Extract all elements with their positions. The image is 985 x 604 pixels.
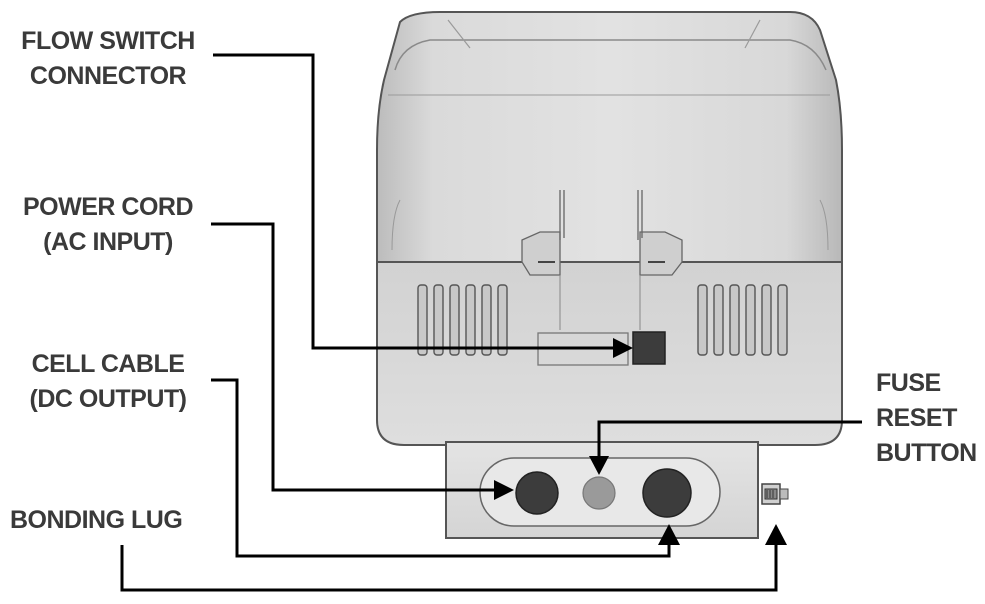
left-vents bbox=[417, 284, 508, 356]
flow-switch-connector bbox=[632, 331, 666, 365]
flow-switch-label-line2: CONNECTOR bbox=[29, 62, 187, 90]
fuse-reset-label-line2: RESET bbox=[876, 404, 957, 432]
cell-cable-label-line1: CELL CABLE bbox=[31, 350, 185, 378]
fuse-reset-button[interactable] bbox=[582, 476, 616, 510]
flow-switch-label: FLOW SWITCH CONNECTOR bbox=[10, 24, 206, 94]
power-cord-label: POWER CORD (AC INPUT) bbox=[10, 190, 206, 260]
fuse-reset-label: FUSE RESET BUTTON bbox=[876, 366, 981, 471]
bonding-lug-label: BONDING LUG bbox=[10, 503, 220, 538]
cell-cable-port bbox=[642, 468, 692, 518]
cell-cable-leader bbox=[211, 378, 671, 558]
bonding-lug-arrow bbox=[765, 524, 787, 545]
power-cord-label-line1: POWER CORD bbox=[23, 193, 194, 221]
bonding-lug-leader bbox=[120, 540, 778, 592]
cell-cable-arrow bbox=[658, 524, 680, 545]
fuse-reset-label-line3: BUTTON bbox=[876, 439, 977, 467]
housing-lid bbox=[376, 11, 843, 269]
flow-switch-arrow bbox=[613, 338, 633, 358]
power-cord-label-line2: (AC INPUT) bbox=[43, 228, 173, 256]
housing-body bbox=[376, 190, 843, 446]
power-cord-arrow bbox=[494, 480, 514, 500]
flow-switch-leader bbox=[213, 53, 618, 350]
fuse-reset-arrow bbox=[589, 456, 609, 475]
right-vents bbox=[697, 284, 788, 356]
fuse-reset-leader bbox=[597, 420, 862, 462]
bonding-lug-label-line1: BONDING LUG bbox=[10, 506, 183, 534]
cell-cable-label-line2: (DC OUTPUT) bbox=[29, 385, 187, 413]
bonding-lug bbox=[761, 483, 789, 505]
cell-cable-label: CELL CABLE (DC OUTPUT) bbox=[10, 347, 206, 417]
flow-switch-label-line1: FLOW SWITCH bbox=[21, 27, 195, 55]
power-cord-port bbox=[515, 471, 559, 515]
fuse-reset-label-line1: FUSE bbox=[876, 369, 941, 397]
power-cord-leader bbox=[211, 222, 500, 492]
